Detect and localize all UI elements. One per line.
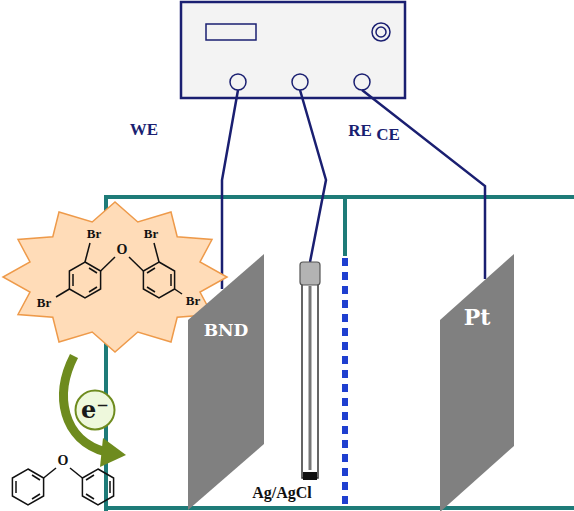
electrode-outline bbox=[440, 254, 514, 511]
atom-label: O bbox=[58, 454, 69, 468]
wire bbox=[222, 90, 238, 289]
electron-badge-outline bbox=[76, 391, 115, 430]
atom-label: Br bbox=[37, 296, 51, 309]
atom-label: Br bbox=[186, 294, 200, 307]
atom-label: Br bbox=[144, 227, 158, 240]
electrode: Pt bbox=[440, 254, 514, 511]
electrode-cap bbox=[300, 262, 320, 285]
terminal-label: RE bbox=[348, 122, 372, 139]
wire bbox=[362, 90, 485, 279]
terminal bbox=[354, 74, 370, 90]
molecule bbox=[56, 243, 182, 298]
cell-wall bbox=[106, 506, 574, 510]
node-text: BND bbox=[204, 322, 249, 339]
terminal-label: CE bbox=[376, 126, 400, 143]
electrode-shape bbox=[440, 254, 514, 511]
atom-label: O bbox=[117, 243, 128, 257]
electrode-outline bbox=[188, 254, 264, 510]
terminal bbox=[292, 74, 308, 90]
reference-electrode bbox=[302, 284, 318, 478]
knob bbox=[372, 23, 390, 41]
node-text: e⁻ bbox=[81, 398, 109, 422]
electrode: BND bbox=[188, 254, 264, 510]
cell-divider bbox=[343, 197, 347, 256]
wire bbox=[300, 90, 326, 262]
potentiostat bbox=[181, 2, 405, 98]
electrode-shape bbox=[188, 254, 264, 510]
reference-electrode bbox=[309, 286, 312, 470]
electron-badge: e⁻ bbox=[74, 389, 116, 431]
molecule bbox=[12, 468, 113, 505]
electrode-label: Ag/AgCl bbox=[252, 485, 312, 501]
node-text: Pt bbox=[464, 306, 491, 328]
atom-label: Br bbox=[87, 227, 101, 240]
electrode-tip bbox=[303, 472, 317, 480]
knob bbox=[376, 27, 386, 37]
display bbox=[206, 24, 256, 40]
terminal bbox=[230, 74, 246, 90]
membrane bbox=[342, 258, 348, 506]
arrowhead bbox=[100, 438, 126, 467]
terminal-label: WE bbox=[130, 121, 158, 138]
